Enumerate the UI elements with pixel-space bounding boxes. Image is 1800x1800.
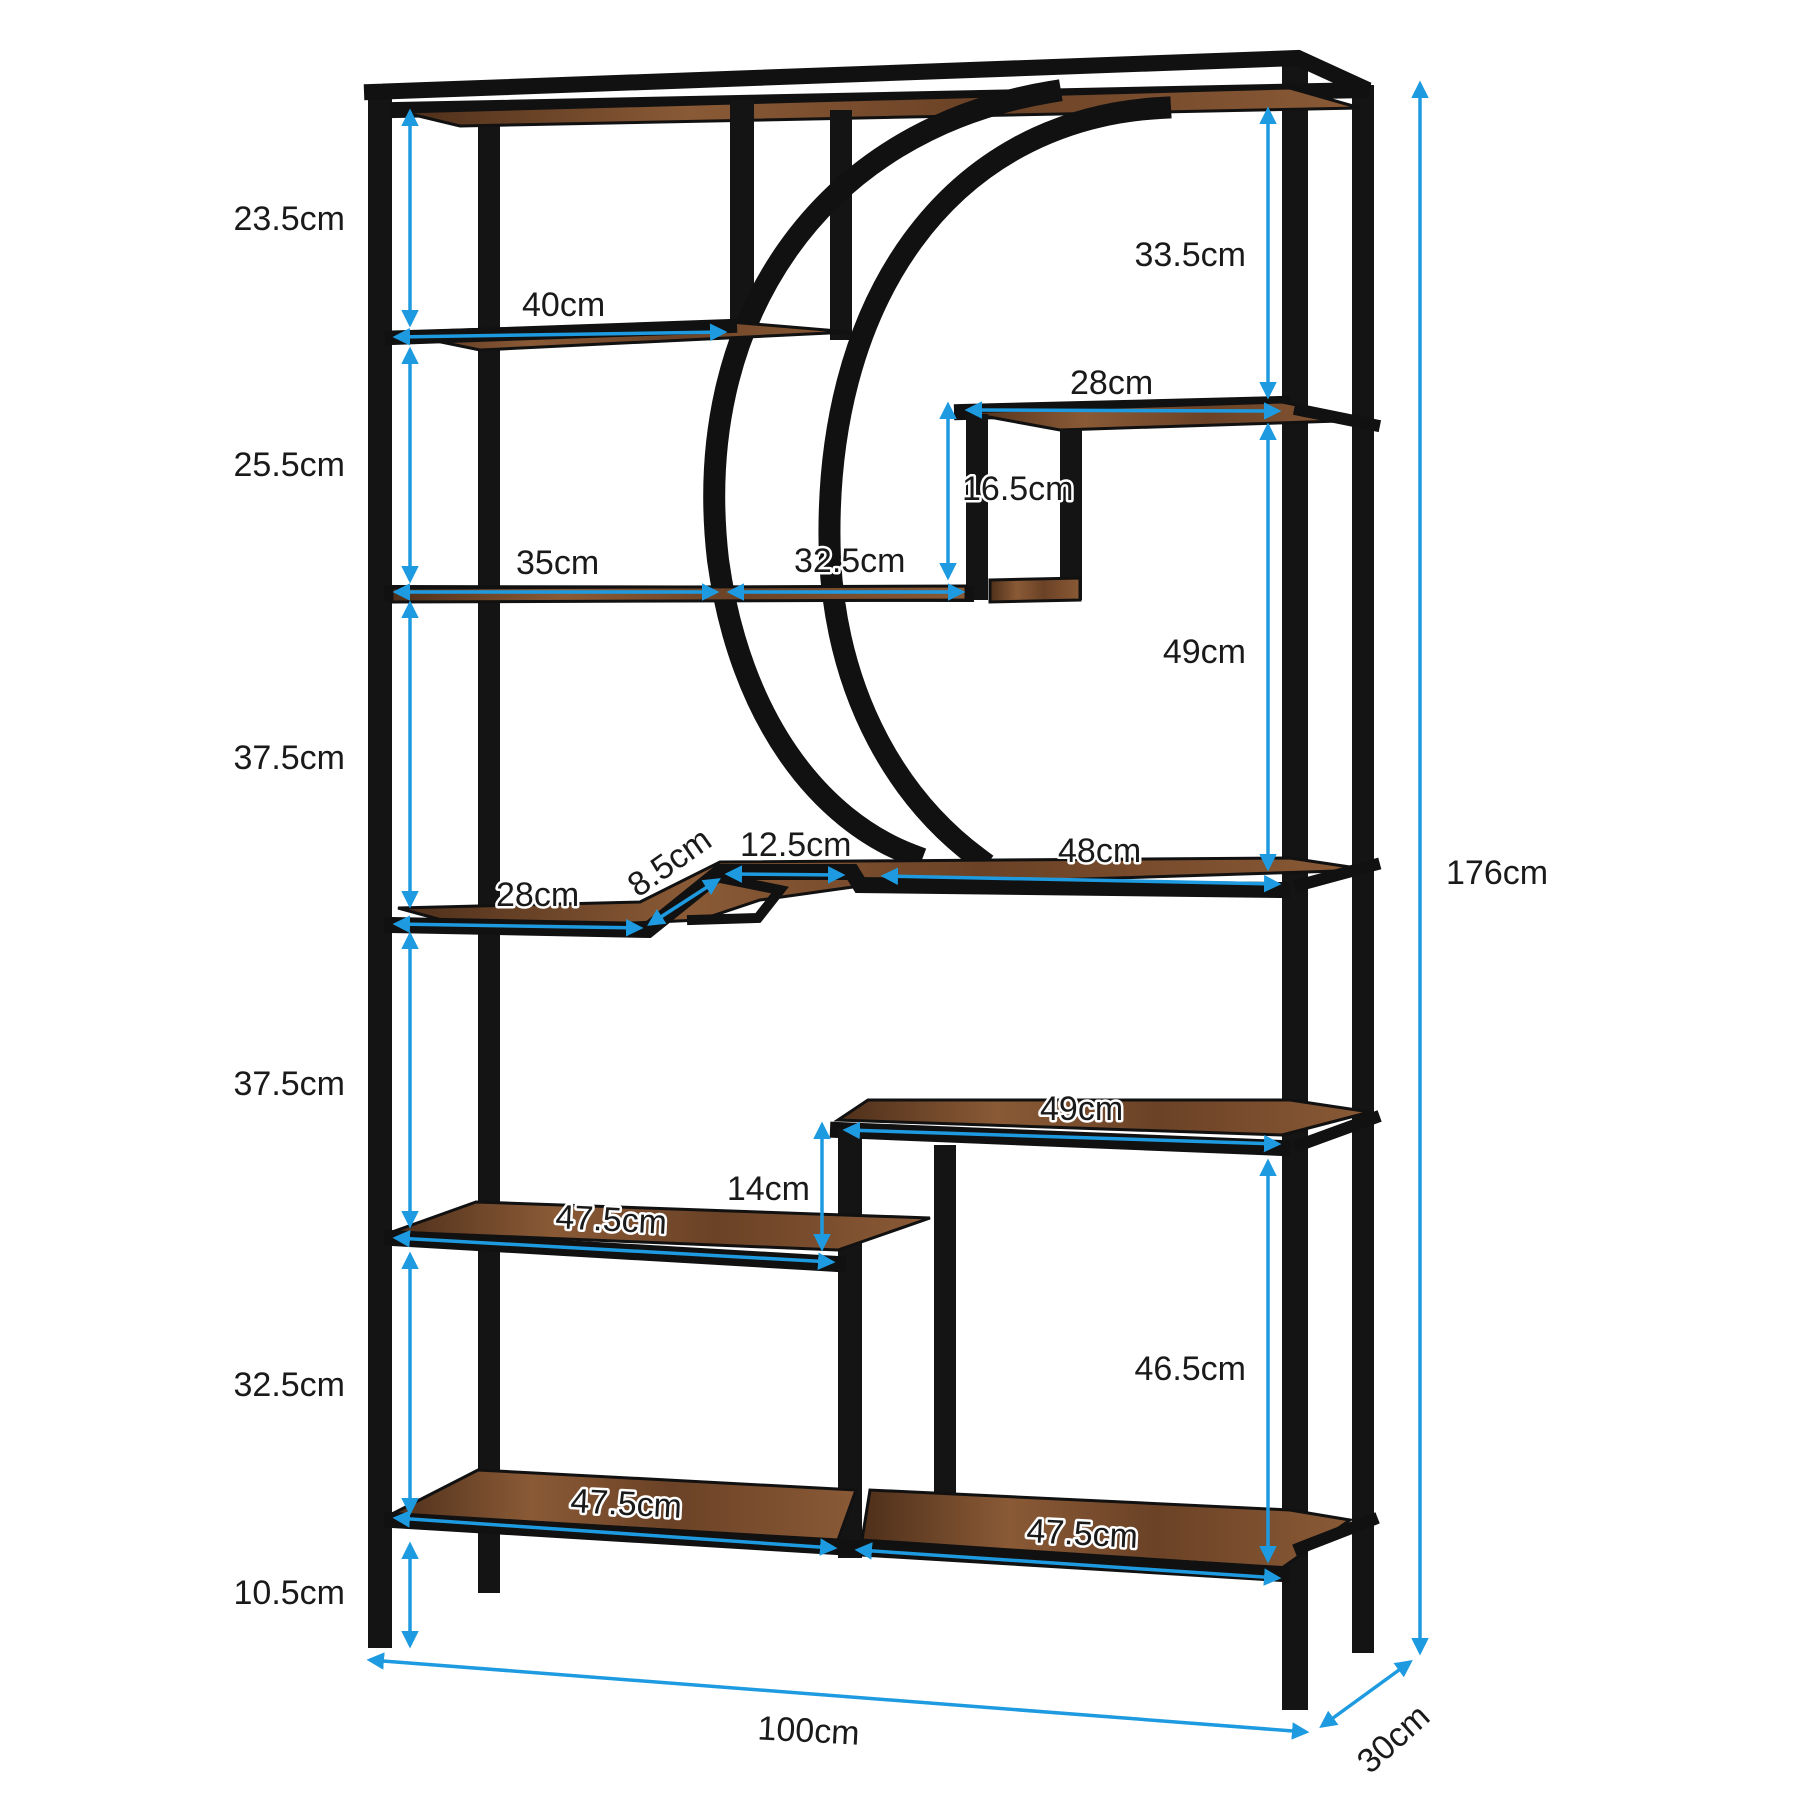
dimension-arrows: [366, 80, 1429, 1740]
shelf-3-step-bracket: [686, 872, 789, 926]
label-overall-depth: 30cm: [1350, 1697, 1437, 1781]
arrow-width-bottom-left: [392, 1510, 838, 1556]
arrow-width-step-diag: [647, 878, 721, 926]
arrow-width-bottom-right: [854, 1542, 1282, 1586]
arrow-width-low-left: [392, 1230, 836, 1270]
front-left-post: [368, 88, 392, 1646]
foot-back-right: [1352, 1645, 1374, 1653]
label-width-bottom-right: 47.5cm: [1026, 1512, 1139, 1556]
bottom-back-rail: [1292, 1512, 1380, 1556]
label-left-h5: 32.5cm: [234, 1366, 346, 1404]
label-width-top-left: 40cm: [522, 286, 605, 324]
label-width-low-right: 49cm: [1040, 1090, 1123, 1128]
arrow-overall-width: [366, 1652, 1310, 1740]
label-width-mid-center: 32.5cm: [794, 542, 906, 580]
label-right-h5: 46.5cm: [1135, 1350, 1247, 1388]
label-overall-height: 176cm: [1446, 854, 1548, 892]
arrow-width-step-left: [392, 915, 644, 937]
cubby-post-right: [1060, 430, 1082, 600]
mid-post-front: [838, 1128, 862, 1558]
cubby-post-left: [966, 414, 988, 600]
arrow-width-step-right: [880, 867, 1282, 893]
crescent-inner-arc: [818, 96, 1172, 874]
arrow-width-step-center: [724, 865, 846, 884]
mid-post-back: [934, 1145, 956, 1495]
crescent-outer-arc: [703, 79, 1063, 870]
label-left-h4: 37.5cm: [234, 1065, 346, 1103]
label-left-h2: 25.5cm: [234, 446, 346, 484]
foot-front-right: [1282, 1702, 1308, 1710]
top-divider-2: [830, 110, 852, 340]
arrow-overall-depth: [1319, 1659, 1413, 1729]
arrow-width-top-right: [964, 401, 1282, 420]
label-width-top-right: 28cm: [1070, 364, 1153, 402]
foot-front-left: [368, 1640, 392, 1648]
label-overall-width: 100cm: [757, 1709, 861, 1752]
label-right-h4: 14cm: [727, 1170, 810, 1208]
label-width-step-right: 48cm: [1058, 832, 1141, 870]
label-left-h1: 23.5cm: [234, 200, 346, 238]
label-width-low-left: 47.5cm: [555, 1198, 668, 1242]
label-width-step-left: 28cm: [496, 876, 579, 914]
label-right-h2: 16.5cm: [962, 470, 1074, 508]
arrow-width-low-right: [842, 1121, 1282, 1153]
label-left-h6: 10.5cm: [234, 1574, 346, 1612]
label-right-h1: 33.5cm: [1135, 236, 1247, 274]
foot-back-left: [478, 1585, 500, 1593]
right-side-rails: [1292, 402, 1382, 1153]
cubby-board: [988, 576, 1082, 604]
label-width-mid-left: 35cm: [516, 544, 599, 582]
label-right-h3: 49cm: [1163, 633, 1246, 671]
label-width-bottom-left: 47.5cm: [570, 1482, 683, 1526]
arrow-width-top-left: [392, 323, 728, 346]
shelf-2-board: [390, 584, 968, 604]
label-left-h3: 37.5cm: [234, 739, 346, 777]
label-width-step-center: 12.5cm: [740, 826, 852, 864]
